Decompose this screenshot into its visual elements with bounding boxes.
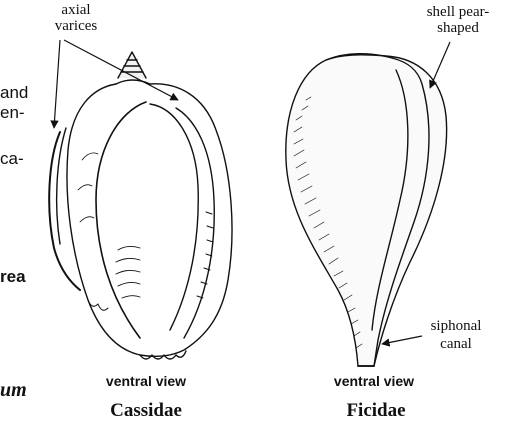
callout-siphonal-canal: siphonal canal <box>382 318 481 352</box>
margin-fragment-and: and <box>0 83 28 102</box>
shell-shape-label-line2: shaped <box>437 20 479 36</box>
axial-varices-label-line1: axial <box>61 2 90 18</box>
left-margin-text: and en- ca- rea um <box>0 83 28 401</box>
arrow-to-right-varix <box>64 40 178 100</box>
margin-fragment-ca: ca- <box>0 149 24 168</box>
callout-axial-varices: axial varices <box>54 2 178 128</box>
axial-varices-label-line2: varices <box>55 18 98 34</box>
cassidae-shell-illustration <box>49 52 232 359</box>
ficidae-shell-illustration <box>286 54 447 366</box>
callout-shell-pear-shaped: shell pear- shaped <box>427 4 490 88</box>
arrow-to-siphonal-canal <box>382 336 422 344</box>
ficidae-family-label: Ficidae <box>346 400 405 421</box>
siphonal-label-line2: canal <box>440 336 472 352</box>
arrow-to-left-varix <box>54 40 60 128</box>
cassidae-view-label: ventral view <box>106 373 186 389</box>
margin-fragment-um: um <box>0 379 27 401</box>
margin-fragment-en: en- <box>0 103 25 122</box>
shell-shape-label-line1: shell pear- <box>427 4 490 20</box>
ficidae-view-label: ventral view <box>334 373 414 389</box>
arrow-to-shell-body <box>430 42 450 88</box>
siphonal-label-line1: siphonal <box>431 318 482 334</box>
cassidae-family-label: Cassidae <box>110 400 182 421</box>
margin-fragment-rea: rea <box>0 267 26 286</box>
